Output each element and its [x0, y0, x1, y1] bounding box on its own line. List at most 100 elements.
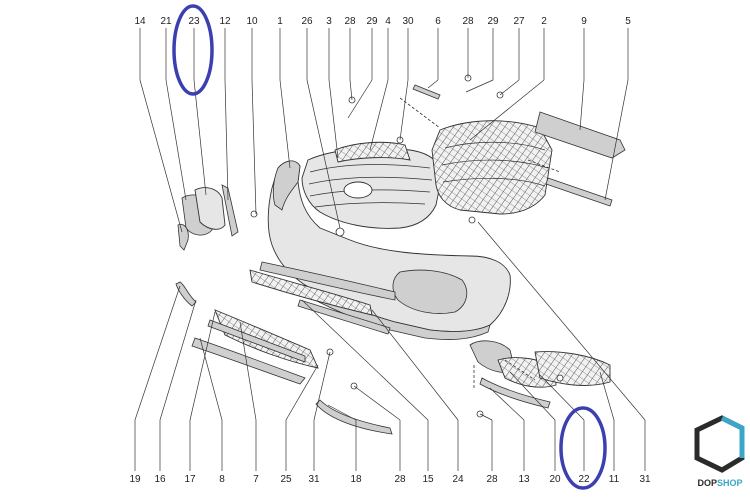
upper-strip — [412, 84, 441, 100]
leader-line — [301, 299, 429, 421]
assembly-arrow — [504, 359, 536, 381]
part-number-label: 29 — [366, 16, 378, 27]
leader-line — [347, 79, 373, 119]
leader-line — [139, 79, 183, 233]
screw-fastener — [335, 227, 345, 237]
dopshop-logo: DOPSHOP — [694, 415, 745, 488]
part-number-label: 28 — [394, 474, 406, 485]
lower-spoiler — [191, 337, 306, 385]
part-number-label: 28 — [344, 16, 356, 27]
part-number-label: 19 — [129, 474, 141, 485]
highlight-ellipse-22 — [559, 406, 607, 490]
logo-text: DOPSHOP — [697, 478, 742, 488]
part-number-label: 9 — [581, 16, 587, 27]
bumper-side-edge — [272, 160, 301, 211]
part-number-label: 31 — [308, 474, 320, 485]
leader-line — [371, 309, 459, 421]
part-number-label: 26 — [301, 16, 313, 27]
part-number-label: 24 — [452, 474, 464, 485]
screw-fastener — [250, 210, 258, 218]
leader-line — [477, 221, 646, 421]
part-number-label: 28 — [486, 474, 498, 485]
part-number-label: 11 — [609, 474, 620, 485]
highlight-ellipse-23 — [172, 4, 214, 96]
screw-fastener — [556, 374, 564, 382]
leader-line — [369, 79, 389, 151]
part-number-label: 16 — [154, 474, 166, 485]
leader-line — [604, 79, 629, 201]
lower-grille-center — [249, 269, 373, 316]
part-number-label: 8 — [219, 474, 225, 485]
part-number-label: 25 — [280, 474, 292, 485]
part-number-label: 6 — [435, 16, 441, 27]
part-number-label: 3 — [326, 16, 332, 27]
part-number-label: 5 — [625, 16, 631, 27]
assembly-arrow — [399, 97, 441, 129]
trim-strip — [545, 177, 613, 207]
grille-mesh-insert — [334, 141, 411, 163]
upper-bracket — [534, 111, 626, 159]
leader-line — [489, 387, 525, 421]
bottom-part-numbers: 19 16 17 8 7 25 31 18 28 15 24 28 13 20 22 11 31 — [129, 474, 651, 485]
part-number-label: 18 — [350, 474, 362, 485]
leader-line — [313, 351, 331, 421]
grille-frame — [431, 120, 553, 215]
leader-line — [239, 321, 257, 421]
leader-line — [159, 299, 197, 421]
leader-line — [224, 79, 229, 201]
leader-line — [399, 79, 409, 141]
logo-mark-accent-icon — [720, 415, 745, 458]
fog-cover-right — [534, 351, 611, 386]
leader-line — [165, 79, 187, 201]
part-number-label: 17 — [184, 474, 196, 485]
screw-fastener — [468, 216, 476, 224]
leader-line — [465, 79, 494, 93]
side-strip — [221, 184, 239, 237]
leader-line — [134, 285, 181, 421]
assembly-arrow — [527, 159, 561, 173]
part-number-label: 15 — [422, 474, 434, 485]
lower-arc-trim — [315, 399, 393, 435]
leader-line — [251, 79, 257, 215]
leader-line — [328, 79, 339, 159]
part-number-label: 27 — [513, 16, 525, 27]
leader-line — [349, 79, 353, 101]
leader-lines — [134, 28, 646, 471]
leader-line — [427, 79, 439, 89]
leader-line — [353, 385, 401, 421]
leader-line — [469, 79, 545, 141]
part-number-label: 4 — [385, 16, 391, 27]
part-number-label: 29 — [487, 16, 499, 27]
grille-frame-bars — [441, 141, 549, 187]
leader-line — [479, 413, 493, 421]
part-number-label: 13 — [518, 474, 530, 485]
leader-line — [193, 79, 207, 196]
part-number-label: 7 — [253, 474, 259, 485]
leader-line — [285, 364, 319, 421]
part-number-label: 22 — [578, 474, 590, 485]
leader-line — [499, 79, 520, 96]
logo-text-suffix: SHOP — [717, 478, 743, 488]
part-number-label: 1 — [277, 16, 283, 27]
leader-line — [199, 337, 223, 421]
leader-line — [539, 374, 585, 421]
part-number-label: 10 — [246, 16, 258, 27]
part-number-label: 23 — [188, 16, 200, 27]
leader-line — [306, 79, 341, 229]
logo-text-prefix: DOP — [697, 478, 717, 488]
leader-line — [189, 311, 216, 421]
part-number-label: 20 — [549, 474, 561, 485]
part-number-label: 2 — [541, 16, 547, 27]
lower-lip-trim — [297, 299, 391, 335]
lower-grille-bar — [259, 261, 396, 301]
brand-emblem — [343, 181, 373, 199]
part-number-label: 28 — [462, 16, 474, 27]
lower-trim-strip — [207, 319, 306, 363]
part-number-label: 12 — [219, 16, 231, 27]
leader-line — [279, 79, 291, 169]
leader-line — [327, 404, 357, 421]
bumper-assembly — [175, 74, 626, 435]
part-number-label: 31 — [639, 474, 651, 485]
part-number-label: 21 — [160, 16, 172, 27]
